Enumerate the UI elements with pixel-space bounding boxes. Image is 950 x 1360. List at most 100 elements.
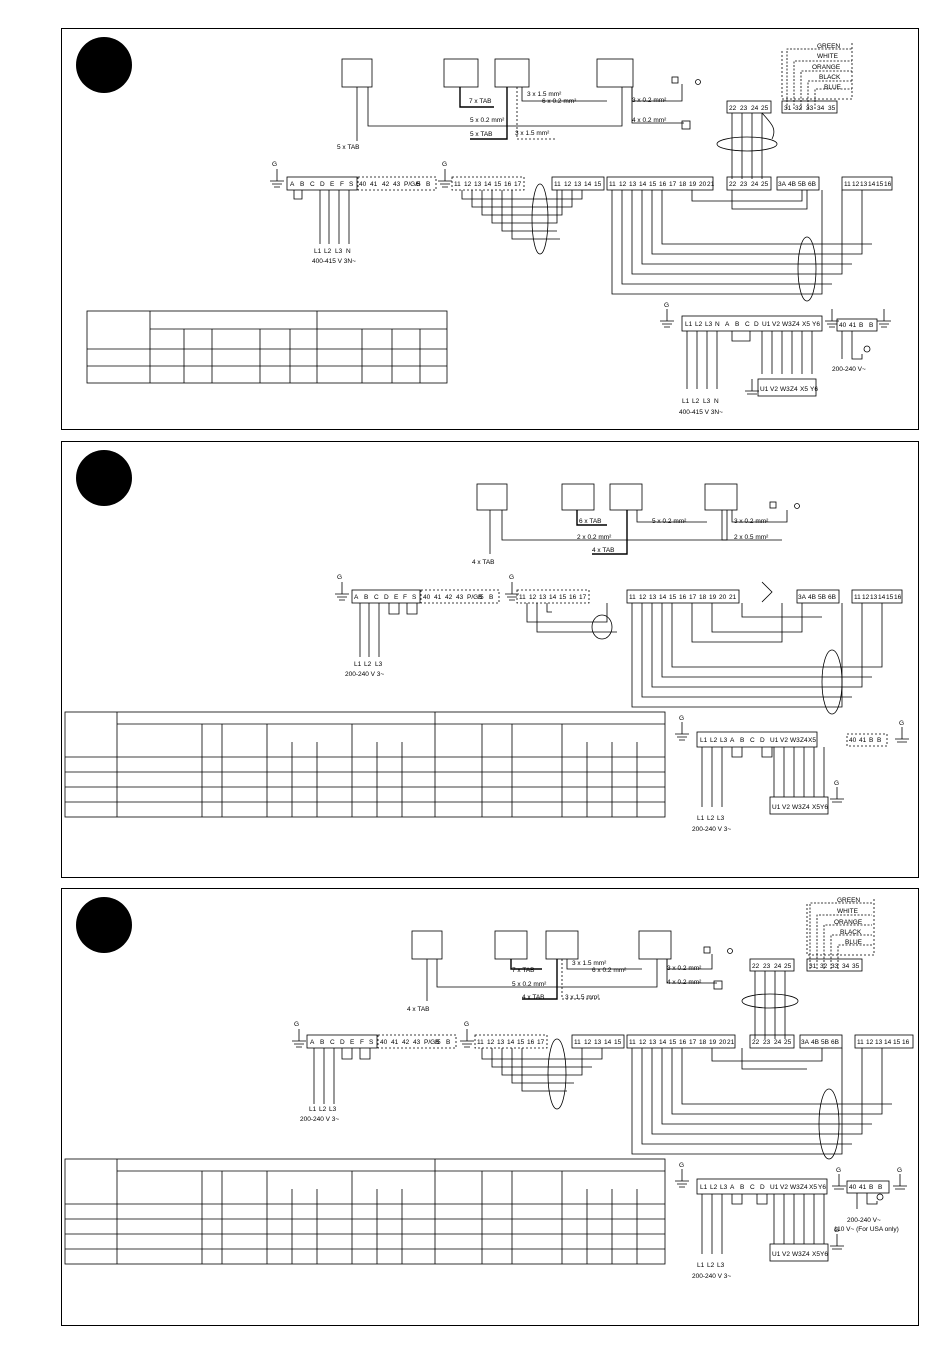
- diagram-label: L1: [682, 398, 690, 405]
- diagram-label: W3: [790, 1184, 800, 1191]
- diagram-label: Y6: [812, 321, 820, 328]
- diagram-label: L1: [314, 248, 322, 255]
- diagram-label: F: [340, 181, 344, 188]
- diagram-label: S: [412, 594, 417, 601]
- diagram-label: 16: [679, 1039, 687, 1046]
- component-box: [443, 58, 479, 88]
- diagram-label: 42: [402, 1039, 410, 1046]
- diagram-label: 12: [639, 1039, 647, 1046]
- diagram-label: Z4: [802, 804, 810, 811]
- diagram-label: L3: [329, 1106, 337, 1113]
- diagram-label: 40: [839, 322, 847, 329]
- diagram-label: L2: [710, 737, 718, 744]
- diagram-label: 13: [539, 594, 547, 601]
- diagram-label: P/G/5: [404, 181, 421, 188]
- diagram-label: 11: [844, 181, 851, 188]
- diagram-label: 14: [604, 1039, 612, 1046]
- diagram-label: 18: [699, 1039, 707, 1046]
- diagram-label: 14: [639, 181, 647, 188]
- diagram-label: ORANGE: [834, 919, 863, 926]
- diagram-label: B: [426, 181, 430, 188]
- diagram-label: 2 x 0.2 mm²: [577, 534, 612, 541]
- diagram-label: 3 x 1.5 mm²: [515, 130, 550, 137]
- diagram-label: 11: [629, 1039, 636, 1046]
- diagram-label: L3: [703, 398, 711, 405]
- diagram-label: 43: [393, 181, 401, 188]
- diagram-label: L3: [335, 248, 343, 255]
- diagram-label: 200-240 V 3~: [692, 826, 731, 833]
- diagram-label: 5B: [798, 181, 806, 188]
- diagram-label: 18: [699, 594, 707, 601]
- diagram-label: 16: [894, 594, 902, 601]
- diagram-label: G: [679, 1162, 684, 1169]
- diagram-label: W3: [792, 804, 802, 811]
- diagram-label: C: [310, 181, 315, 188]
- diagram-label: V2: [780, 1184, 788, 1191]
- diagram-label: 4B: [811, 1039, 819, 1046]
- diagram-label: L2: [710, 1184, 718, 1191]
- diagram-label: 14: [884, 1039, 892, 1046]
- diagram-label: D: [760, 1184, 765, 1191]
- diagram-label: 3 x 0.2 mm²: [632, 97, 667, 104]
- diagram-label: 13: [860, 181, 868, 188]
- diagram-label: D: [320, 181, 325, 188]
- diagram-label: Z4: [802, 1251, 810, 1258]
- diagram-label: 5 x 0.2 mm²: [470, 117, 505, 124]
- diagram-label: 41: [859, 1184, 867, 1191]
- diagram-label: B: [869, 1184, 873, 1191]
- diagram-label: 15: [614, 1039, 622, 1046]
- diagram-label: 16: [569, 594, 577, 601]
- diagram-label: V2: [772, 321, 780, 328]
- diagram-label: 22: [729, 105, 737, 112]
- diagram-label: 34: [842, 963, 850, 970]
- diagram-label: 23: [740, 181, 748, 188]
- diagram-label: Z4: [800, 1184, 808, 1191]
- diagram-label: Y6: [820, 804, 828, 811]
- diagram-label: 13: [870, 594, 878, 601]
- diagram-label: 3A: [798, 594, 807, 601]
- component-box: [596, 58, 634, 88]
- diagram-label: B: [489, 594, 493, 601]
- diagram-label: 11: [519, 594, 526, 601]
- diagram-label: 40: [380, 1039, 388, 1046]
- diagram-label: W3: [780, 386, 790, 393]
- diagram-label: 41: [849, 322, 857, 329]
- diagram-label: 11: [629, 594, 636, 601]
- diagram-label: 14: [868, 181, 876, 188]
- diagram-label: 40: [849, 737, 857, 744]
- diagram-label: G: [294, 1021, 299, 1028]
- diagram-label: Y6: [810, 386, 818, 393]
- diagram-label: 5 x TAB: [470, 131, 493, 138]
- diagram-label: L1: [700, 737, 708, 744]
- diagram-label: U1: [772, 1251, 781, 1258]
- panel-2-marker: [76, 450, 132, 506]
- diagram-label: 15: [649, 181, 657, 188]
- diagram-label: 22: [752, 963, 760, 970]
- diagram-label: 15: [886, 594, 894, 601]
- diagram-label: 33: [806, 105, 814, 112]
- diagram-label: 5B: [821, 1039, 829, 1046]
- diagram-label: 12: [639, 594, 647, 601]
- diagram-label: 15: [517, 1039, 525, 1046]
- diagram-label: 14: [878, 594, 886, 601]
- diagram-label: X5: [802, 321, 810, 328]
- diagram-label: 25: [761, 105, 769, 112]
- diagram-label: 6B: [828, 594, 836, 601]
- diagram-label: G: [897, 1167, 902, 1174]
- diagram-label: U1: [760, 386, 769, 393]
- diagram-label: A: [310, 1039, 315, 1046]
- diagram-label: 5 x TAB: [337, 144, 360, 151]
- diagram-label: P/G/5: [467, 594, 484, 601]
- diagram-label: 14: [484, 181, 492, 188]
- diagram-label: B: [878, 1184, 882, 1191]
- diagram-label: 400-415 V 3N~: [312, 258, 356, 265]
- diagram-label: A: [730, 737, 735, 744]
- diagram-label: S: [349, 181, 354, 188]
- wiring-panel-3: 4 x TAB 7 x TAB 3 x 1.5 mm² 6 x 0.2 mm² …: [61, 888, 919, 1326]
- diagram-label: 20: [699, 181, 707, 188]
- diagram-label: WHITE: [837, 908, 859, 915]
- component-box: [494, 58, 530, 88]
- diagram-label: 6B: [808, 181, 816, 188]
- diagram-label: 17: [514, 181, 522, 188]
- diagram-label: 14: [659, 594, 667, 601]
